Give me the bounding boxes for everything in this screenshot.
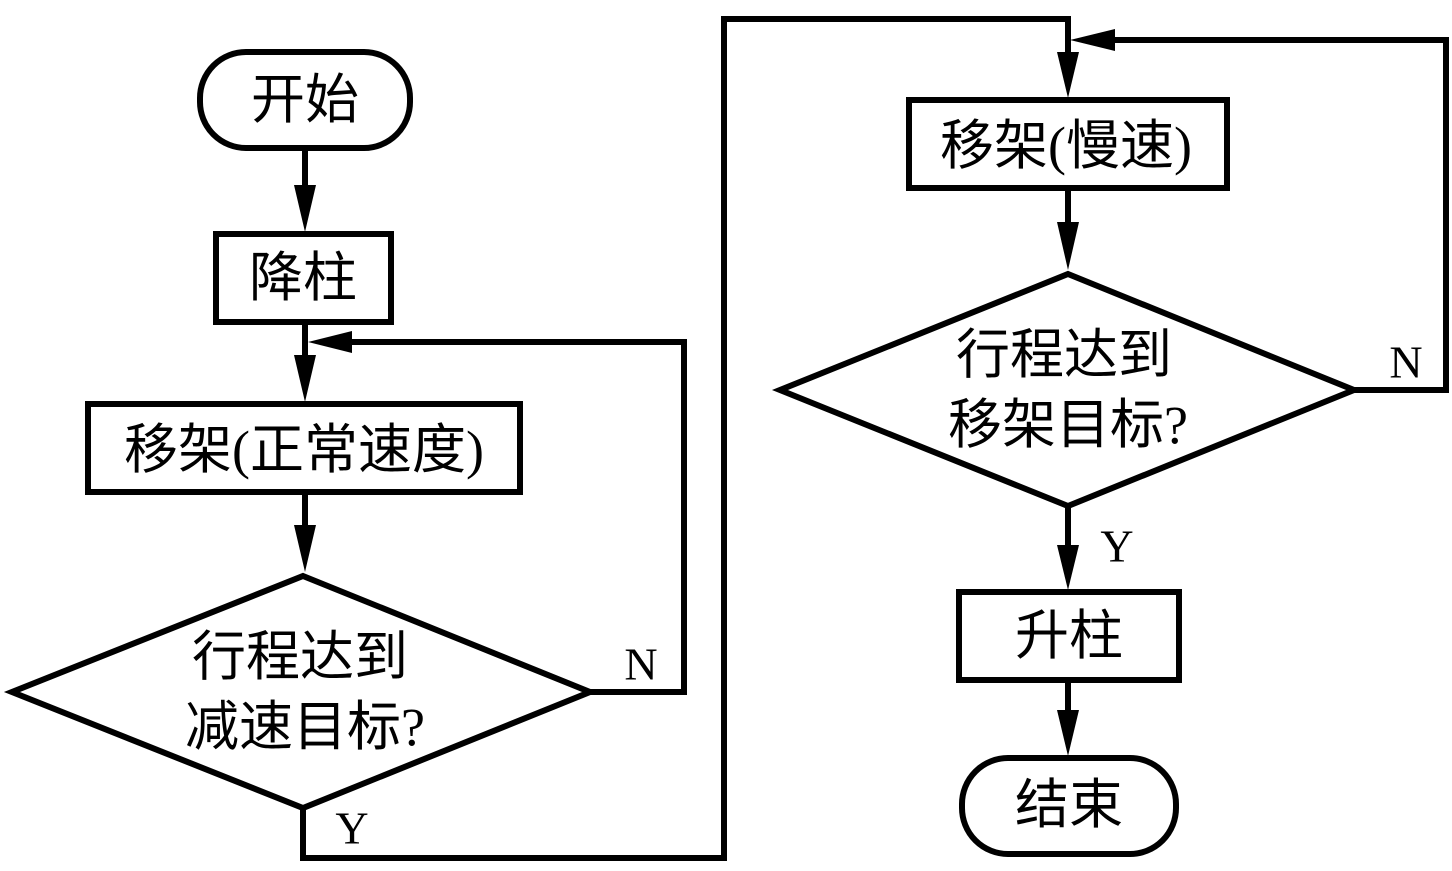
edge-move-slow-to-decision-target — [1057, 188, 1079, 270]
edge-decision-target-no-loop: N — [1070, 29, 1449, 393]
end-node: 结束 — [959, 755, 1179, 857]
raise-column-label: 升柱 — [1015, 606, 1123, 666]
start-label: 开始 — [251, 70, 359, 130]
target-no-label: N — [1389, 337, 1422, 388]
end-terminal-shape — [959, 755, 1179, 857]
arrow-left-icon — [308, 331, 352, 353]
arrow-down-icon — [1057, 710, 1079, 756]
edge-decision-target-yes-to-raise-column: Y — [1057, 506, 1134, 590]
edge-move-normal-to-decision-decel — [294, 492, 316, 572]
arrow-down-icon — [294, 185, 316, 232]
loop-line — [1110, 37, 1449, 393]
decel-yes-label: Y — [335, 803, 368, 854]
edge-lower-column-to-move-normal — [294, 322, 316, 402]
arrow-down-icon — [1057, 545, 1079, 590]
decision-target-line1: 行程达到 — [956, 325, 1172, 385]
raise-column-box — [956, 589, 1182, 683]
lower-column-box — [213, 231, 394, 325]
end-label: 结束 — [1015, 775, 1123, 835]
decision-target-node: 行程达到 移架目标? — [771, 270, 1362, 510]
loop-line — [350, 339, 687, 695]
lower-column-node: 降柱 — [213, 231, 394, 325]
decision-decel-diamond — [3, 572, 599, 812]
arrow-down-icon — [1057, 52, 1079, 98]
edge-decision-decel-no-loop: N — [308, 331, 687, 695]
yes-path-line — [300, 16, 1071, 861]
move-normal-node: 移架(正常速度) — [85, 401, 523, 495]
move-slow-node: 移架(慢速) — [906, 97, 1230, 191]
move-normal-label: 移架(正常速度) — [124, 420, 484, 480]
decision-decel-node: 行程达到 减速目标? — [3, 572, 599, 812]
arrow-left-icon — [1070, 29, 1115, 51]
lower-column-label: 降柱 — [249, 248, 357, 308]
arrow-down-icon — [294, 355, 316, 402]
target-yes-label: Y — [1100, 521, 1133, 572]
decision-decel-line2: 减速目标? — [185, 697, 425, 757]
edge-start-to-lower-column — [294, 148, 316, 232]
start-node: 开始 — [197, 49, 413, 151]
edge-decision-decel-yes-to-move-slow: Y — [300, 16, 1079, 861]
arrow-down-icon — [294, 525, 316, 572]
edge-raise-column-to-end — [1057, 680, 1079, 756]
arrow-down-icon — [1057, 222, 1079, 270]
raise-column-node: 升柱 — [956, 589, 1182, 683]
move-slow-label: 移架(慢速) — [940, 116, 1192, 176]
decision-target-line2: 移架目标? — [948, 395, 1188, 455]
decision-target-diamond — [771, 270, 1362, 510]
decision-decel-line1: 行程达到 — [192, 627, 408, 687]
decel-no-label: N — [624, 639, 657, 690]
